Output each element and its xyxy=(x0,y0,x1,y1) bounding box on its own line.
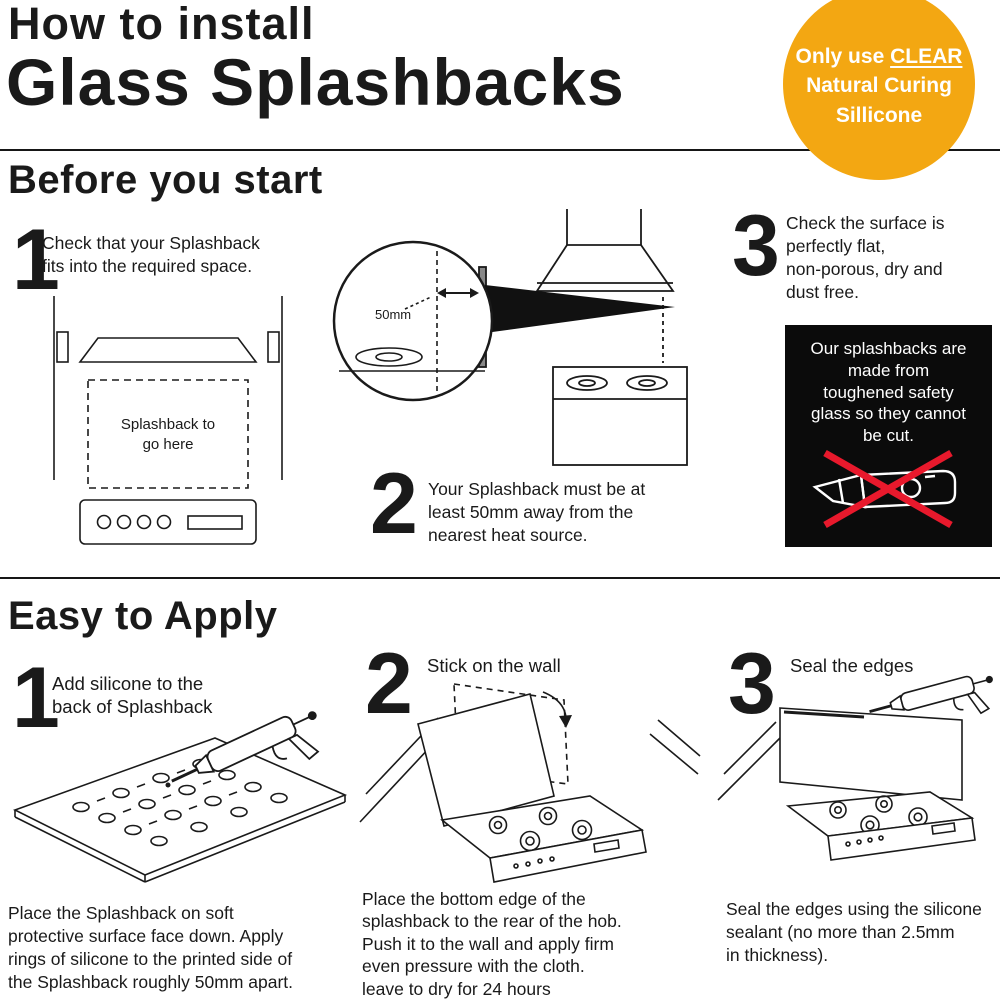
wall-line xyxy=(717,735,783,801)
badge-line1: Only use CLEAR xyxy=(796,42,963,71)
section-divider xyxy=(0,577,1000,579)
hob-front xyxy=(827,817,976,861)
splashback-panel xyxy=(779,707,963,801)
knife-body xyxy=(859,469,956,509)
before-step3-number: 3 xyxy=(732,198,780,294)
apply-step3-title: Seal the edges xyxy=(790,655,914,676)
burner xyxy=(578,379,596,387)
burner xyxy=(538,806,558,826)
cooker-hood-icon xyxy=(78,337,258,363)
silicone-blob xyxy=(165,782,171,788)
sealant-bead xyxy=(783,710,865,719)
knife-blade xyxy=(811,473,866,509)
hob-knob xyxy=(878,835,884,841)
hob-knob xyxy=(136,514,152,530)
hob-knob xyxy=(513,863,519,869)
knife-slider xyxy=(924,474,935,478)
wall-line xyxy=(649,733,699,775)
heat-source-distance-diagram: 50mm xyxy=(332,209,688,466)
hob-ring xyxy=(355,347,423,367)
hob-knob xyxy=(156,514,172,530)
burner xyxy=(875,795,893,813)
splashback-panel xyxy=(12,737,348,876)
callout-wedge xyxy=(485,285,675,333)
hob-control-panel xyxy=(187,515,243,530)
apply-step2-number: 2 xyxy=(365,636,413,732)
burner xyxy=(626,375,668,391)
cannot-cut-warning-box: Our splashbacks are made from toughened … xyxy=(785,325,992,547)
cooker-hood-icon xyxy=(535,244,675,292)
hob-front-icon xyxy=(79,499,257,545)
stick-on-wall-diagram xyxy=(359,683,701,883)
apply-step1-number: 1 xyxy=(12,650,60,746)
arrowhead-right xyxy=(470,288,479,298)
magnifier-circle xyxy=(332,240,494,402)
badge-clear-underlined: CLEAR xyxy=(890,44,963,68)
hob-display xyxy=(931,822,956,835)
badge-line3: Sillicone xyxy=(835,103,923,127)
apply-heading: Easy to Apply xyxy=(8,594,278,638)
hob-knob xyxy=(549,856,555,862)
hob-knob xyxy=(537,858,543,864)
left-bracket xyxy=(56,331,69,363)
before-step2-text: Your Splashback must be at least 50mm aw… xyxy=(428,479,646,546)
hob-knob xyxy=(856,839,862,845)
before-heading: Before you start xyxy=(8,158,323,202)
red-cross-icon xyxy=(822,449,953,528)
splashback-panel xyxy=(417,693,555,827)
before-step3-text: Check the surface is perfectly flat, non… xyxy=(786,213,945,303)
burner xyxy=(571,819,593,841)
splashback-placement-diagram: Splashback to go here xyxy=(53,296,283,545)
measurement-label: 50mm xyxy=(375,307,411,322)
burner xyxy=(488,815,508,835)
warning-text: Our splashbacks are made from toughened … xyxy=(810,339,967,445)
before-step2-number: 2 xyxy=(370,456,418,552)
hob-knob xyxy=(867,837,873,843)
blade-line xyxy=(837,478,844,503)
burner xyxy=(566,375,608,391)
wall-line xyxy=(657,719,701,757)
main-title-line1: How to install xyxy=(8,0,315,49)
dashed-splashback-outline xyxy=(87,379,249,489)
before-step1-text: Check that your Splashback fits into the… xyxy=(42,233,260,277)
silicone-application-diagram xyxy=(12,711,348,883)
placement-label-line2: go here xyxy=(143,436,194,453)
silicone-dashes xyxy=(96,769,238,825)
seal-edges-diagram xyxy=(717,675,993,861)
apply-step1-text: Place the Splashback on soft protective … xyxy=(8,903,294,993)
cooker-icon xyxy=(552,366,688,466)
clear-silicone-badge: Only use CLEAR Natural Curing Sillicone xyxy=(783,0,975,180)
burner xyxy=(638,379,656,387)
apply-step3-text: Seal the edges using the silicone sealan… xyxy=(726,899,982,966)
badge-line2: Natural Curing xyxy=(806,74,952,98)
apply-step2-text: Place the bottom edge of the splashback … xyxy=(362,889,622,999)
caulk-gun-icon xyxy=(869,675,993,715)
apply-step1-title: Add silicone to the back of Splashback xyxy=(52,673,213,718)
hob-knob xyxy=(845,841,851,847)
wall-line xyxy=(723,721,777,775)
main-title-line2: Glass Splashbacks xyxy=(6,45,625,119)
hob-knob xyxy=(96,514,112,530)
arrowhead-left xyxy=(437,288,446,298)
measure-pointer xyxy=(404,296,432,310)
burner xyxy=(829,801,847,819)
caulk-gun-icon xyxy=(171,711,320,783)
apply-step2-title: Stick on the wall xyxy=(427,655,561,676)
hob-front xyxy=(489,829,647,883)
header-rule xyxy=(0,149,1000,151)
utility-knife-icon xyxy=(811,449,956,528)
badge-only-use: Only use xyxy=(795,44,885,68)
hob-knob xyxy=(116,514,132,530)
hob-knob xyxy=(525,861,531,867)
right-bracket xyxy=(267,331,280,363)
placement-label-line1: Splashback to xyxy=(121,416,215,433)
before-step1-number: 1 xyxy=(12,212,60,308)
apply-step3-number: 3 xyxy=(728,636,776,732)
hob-display xyxy=(593,839,620,853)
tilt-arrowhead xyxy=(559,715,572,728)
hob-ring xyxy=(375,352,403,362)
